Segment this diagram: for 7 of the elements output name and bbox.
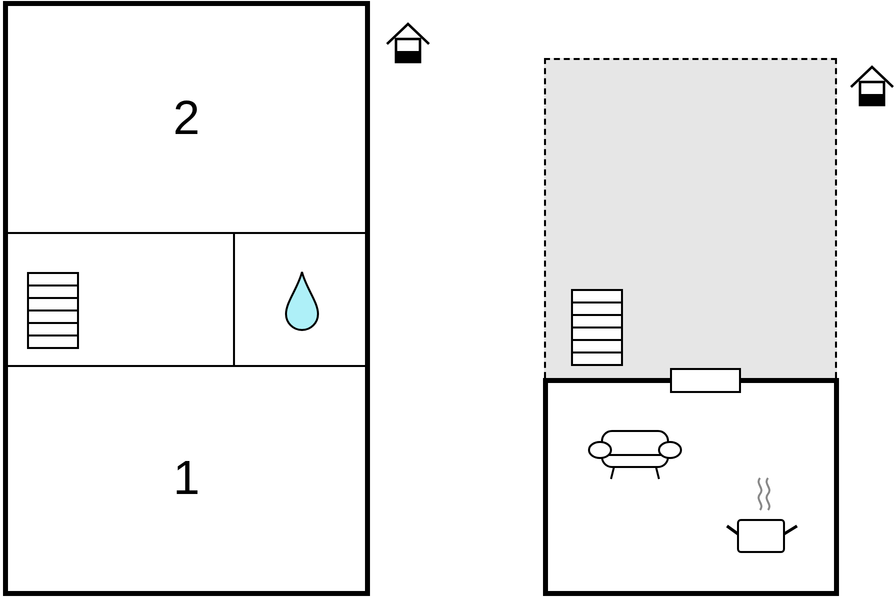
bedroom (3, 1, 370, 234)
terrace-area (544, 58, 837, 378)
room-number: 2 (173, 95, 200, 143)
bathroom (235, 234, 370, 367)
living-room (543, 378, 839, 596)
bedroom (3, 367, 370, 596)
room-number: 1 (173, 455, 200, 503)
